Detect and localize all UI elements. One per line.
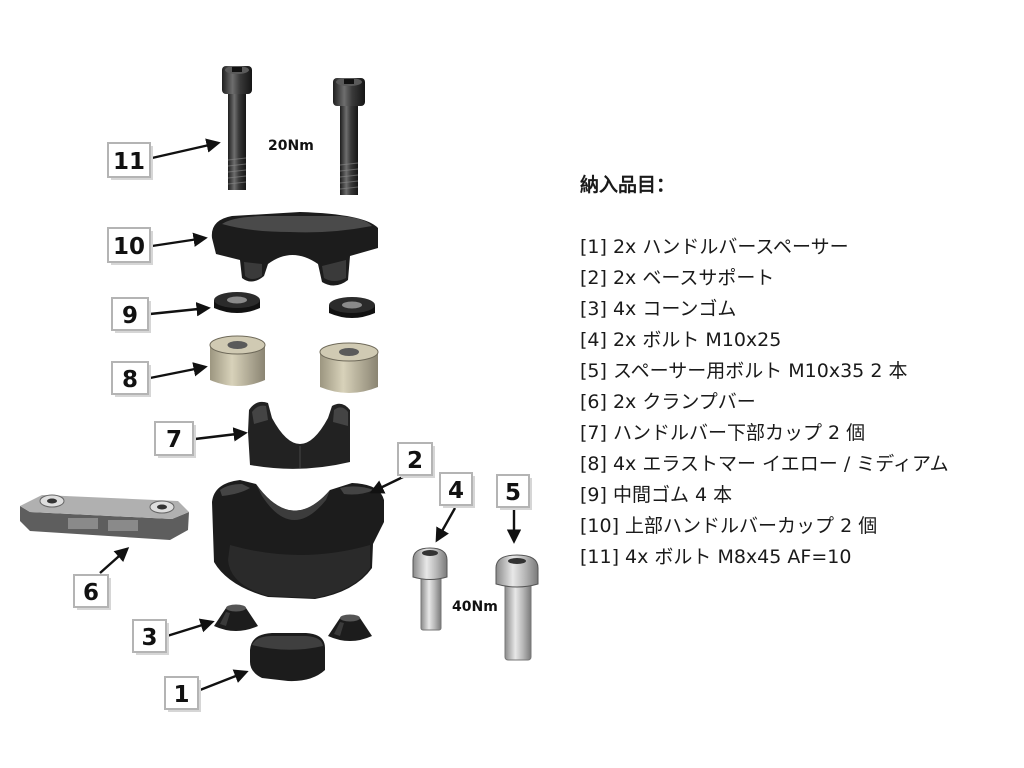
callout-8: 8 (111, 361, 151, 397)
callout-arrow-10 (151, 232, 208, 248)
callout-arrow-6 (99, 547, 130, 574)
callout-11: 11 (107, 142, 153, 180)
callout-number: 10 (113, 234, 145, 260)
parts-list-item-7: [7] ハンドルバー下部カップ 2 個 (580, 422, 866, 444)
callout-arrow-4 (435, 507, 457, 543)
parts-list-item-9: [9] 中間ゴム 4 本 (580, 484, 733, 506)
callout-arrow-9 (149, 302, 211, 317)
part-9-rubber-left (214, 292, 260, 313)
callout-10: 10 (107, 227, 153, 265)
callout-number: 1 (173, 682, 189, 708)
parts-list-item-3: [3] 4x コーンゴム (580, 298, 737, 320)
callout-arrow-2 (369, 474, 406, 494)
part-6-clamp-bar (20, 494, 189, 540)
parts-list-item-8: [8] 4x エラストマー イエロー / ミディアム (580, 453, 949, 475)
parts-list-heading: 納入品目： (580, 174, 676, 196)
callout-arrow-1 (199, 669, 249, 692)
callout-number: 2 (407, 448, 423, 474)
callout-number: 4 (448, 478, 464, 504)
part-1-handlebar-spacer (250, 633, 325, 682)
callout-9: 9 (111, 297, 151, 333)
part-9-rubber-right (329, 297, 375, 318)
parts-list-item-2: [2] 2x ベースサポート (580, 267, 775, 289)
callout-7: 7 (154, 421, 196, 458)
parts-list: 納入品目： [1] 2x ハンドルバースペーサー [2] 2x ベースサポート … (580, 170, 1010, 573)
callout-4: 4 (439, 472, 475, 508)
torque-label-upper: 20Nm (268, 138, 314, 154)
callout-number: 9 (122, 303, 138, 329)
parts-list-item-1: [1] 2x ハンドルバースペーサー (580, 236, 849, 258)
part-10-upper-cup (211, 212, 378, 286)
part-5-bolt (495, 554, 539, 661)
part-2-base-support (212, 480, 384, 599)
callout-number: 7 (166, 427, 182, 453)
parts-list-item-4: [4] 2x ボルト M10x25 (580, 329, 782, 351)
callout-number: 3 (141, 625, 157, 651)
callout-number: 11 (113, 149, 145, 175)
callout-number: 8 (122, 367, 138, 393)
part-3-cone-rubber-left (214, 604, 258, 631)
part-11-bolt-left (222, 66, 252, 190)
part-3-cone-rubber-right (328, 614, 372, 641)
part-11-bolt-right (333, 78, 365, 195)
callout-number: 5 (505, 480, 521, 506)
torque-label-lower: 40Nm (452, 599, 498, 615)
callout-number: 6 (83, 580, 99, 606)
callout-6: 6 (73, 574, 111, 610)
parts-list-item-10: [10] 上部ハンドルバーカップ 2 個 (580, 515, 878, 537)
parts-list-item-6: [6] 2x クランプバー (580, 391, 756, 413)
callout-arrow-11 (151, 138, 221, 160)
callout-1: 1 (164, 676, 201, 712)
callout-arrow-8 (149, 362, 208, 380)
parts-list-item-11: [11] 4x ボルト M8x45 AF=10 (580, 546, 852, 568)
part-4-bolt (412, 547, 448, 631)
parts-list-item-5: [5] スペーサー用ボルト M10x35 2 本 (580, 360, 908, 382)
callout-arrow-3 (166, 618, 215, 638)
part-8-elastomer-right (319, 342, 379, 393)
part-8-elastomer-left (209, 335, 266, 386)
callout-arrow-7 (194, 427, 248, 442)
part-7-lower-cup (248, 401, 350, 469)
callout-2: 2 (397, 442, 435, 478)
callout-3: 3 (132, 619, 169, 655)
callout-5: 5 (496, 474, 532, 510)
